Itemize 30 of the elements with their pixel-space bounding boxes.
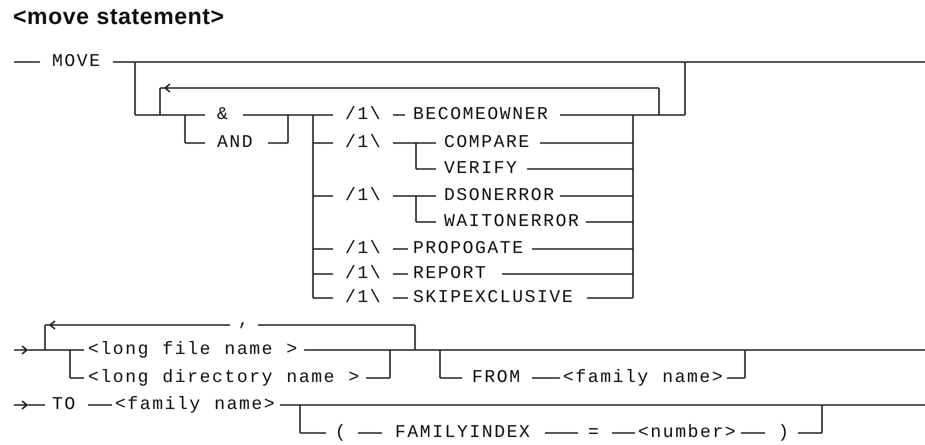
syntax-keyword: SKIPEXCLUSIVE [413, 288, 574, 308]
syntax-keyword: MOVE [52, 52, 102, 72]
syntax-placeholder: <family name> [115, 395, 276, 415]
syntax-symbol: ( [335, 423, 348, 443]
syntax-placeholder: <long directory name > [88, 368, 361, 388]
syntax-keyword: FROM [472, 368, 522, 388]
syntax-keyword: DSONERROR [444, 186, 556, 206]
option-marker: /1\ [345, 264, 382, 284]
syntax-keyword: WAITONERROR [444, 212, 580, 232]
option-marker: /1\ [345, 239, 382, 259]
syntax-keyword: TO [52, 395, 77, 415]
syntax-placeholder: <family name> [563, 368, 724, 388]
option-marker: /1\ [345, 133, 382, 153]
syntax-keyword: VERIFY [444, 159, 518, 179]
syntax-keyword: FAMILYINDEX [395, 423, 532, 443]
option-marker: /1\ [345, 186, 382, 206]
syntax-symbol: & [217, 105, 230, 125]
syntax-symbol: , [238, 311, 250, 331]
syntax-placeholder: <long file name > [88, 340, 299, 360]
syntax-symbol: = [588, 423, 600, 443]
syntax-keyword: COMPARE [444, 133, 531, 153]
syntax-placeholder: <number> [638, 423, 738, 443]
syntax-keyword: REPORT [413, 264, 488, 284]
syntax-keyword: BECOMEOWNER [413, 105, 550, 125]
diagram-title: <move statement> [13, 2, 225, 30]
syntax-symbol: ) [778, 423, 790, 443]
option-marker: /1\ [345, 105, 382, 125]
syntax-keyword: AND [217, 133, 254, 153]
syntax-keyword: PROPOGATE [413, 239, 525, 259]
option-marker: /1\ [345, 288, 382, 308]
